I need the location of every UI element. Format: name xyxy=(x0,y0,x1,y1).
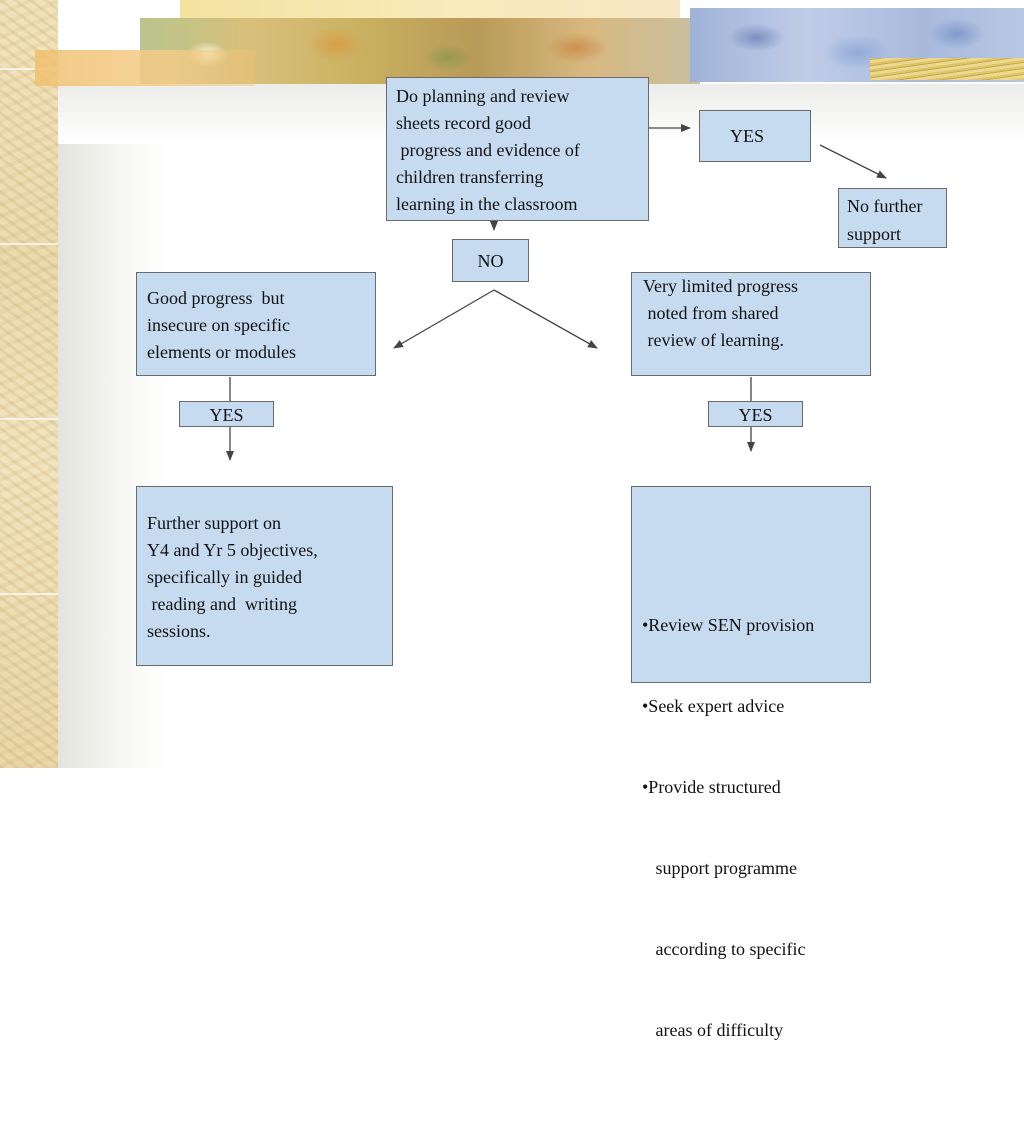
banner-yellow-strip xyxy=(180,0,680,22)
question-box: Do planning and review sheets record goo… xyxy=(386,77,649,221)
parchment-strip xyxy=(0,0,58,768)
yes-box-left: YES xyxy=(179,401,274,427)
sen-action-item: according to specific xyxy=(642,939,806,959)
sen-action-item: •Review SEN provision xyxy=(642,615,815,635)
limited-progress-box: Very limited progress noted from shared … xyxy=(631,272,871,376)
arrow-yes-to-no-further xyxy=(819,144,887,179)
yes-box-right: YES xyxy=(708,401,803,427)
sen-actions-list: •Review SEN provision •Seek expert advic… xyxy=(642,558,870,1098)
good-progress-box: Good progress but insecure on specific e… xyxy=(136,272,376,376)
yes-box-top: YES xyxy=(699,110,811,162)
sen-action-item: •Seek expert advice xyxy=(642,696,785,716)
no-box: NO xyxy=(452,239,529,282)
no-further-support-box: No further support xyxy=(838,188,947,248)
sen-action-item: support programme xyxy=(642,858,797,878)
further-support-box: Further support on Y4 and Yr 5 objective… xyxy=(136,486,393,666)
banner-orange-strip xyxy=(35,50,255,86)
sen-actions-box: •Review SEN provision •Seek expert advic… xyxy=(631,486,871,1040)
arrow-no-to-good-progress xyxy=(393,289,495,349)
banner-straw-image xyxy=(870,58,1024,80)
sen-action-item: •Provide structured xyxy=(642,777,781,797)
sen-action-item: areas of difficulty xyxy=(642,1020,784,1040)
arrow-no-to-limited-progress xyxy=(493,289,598,349)
